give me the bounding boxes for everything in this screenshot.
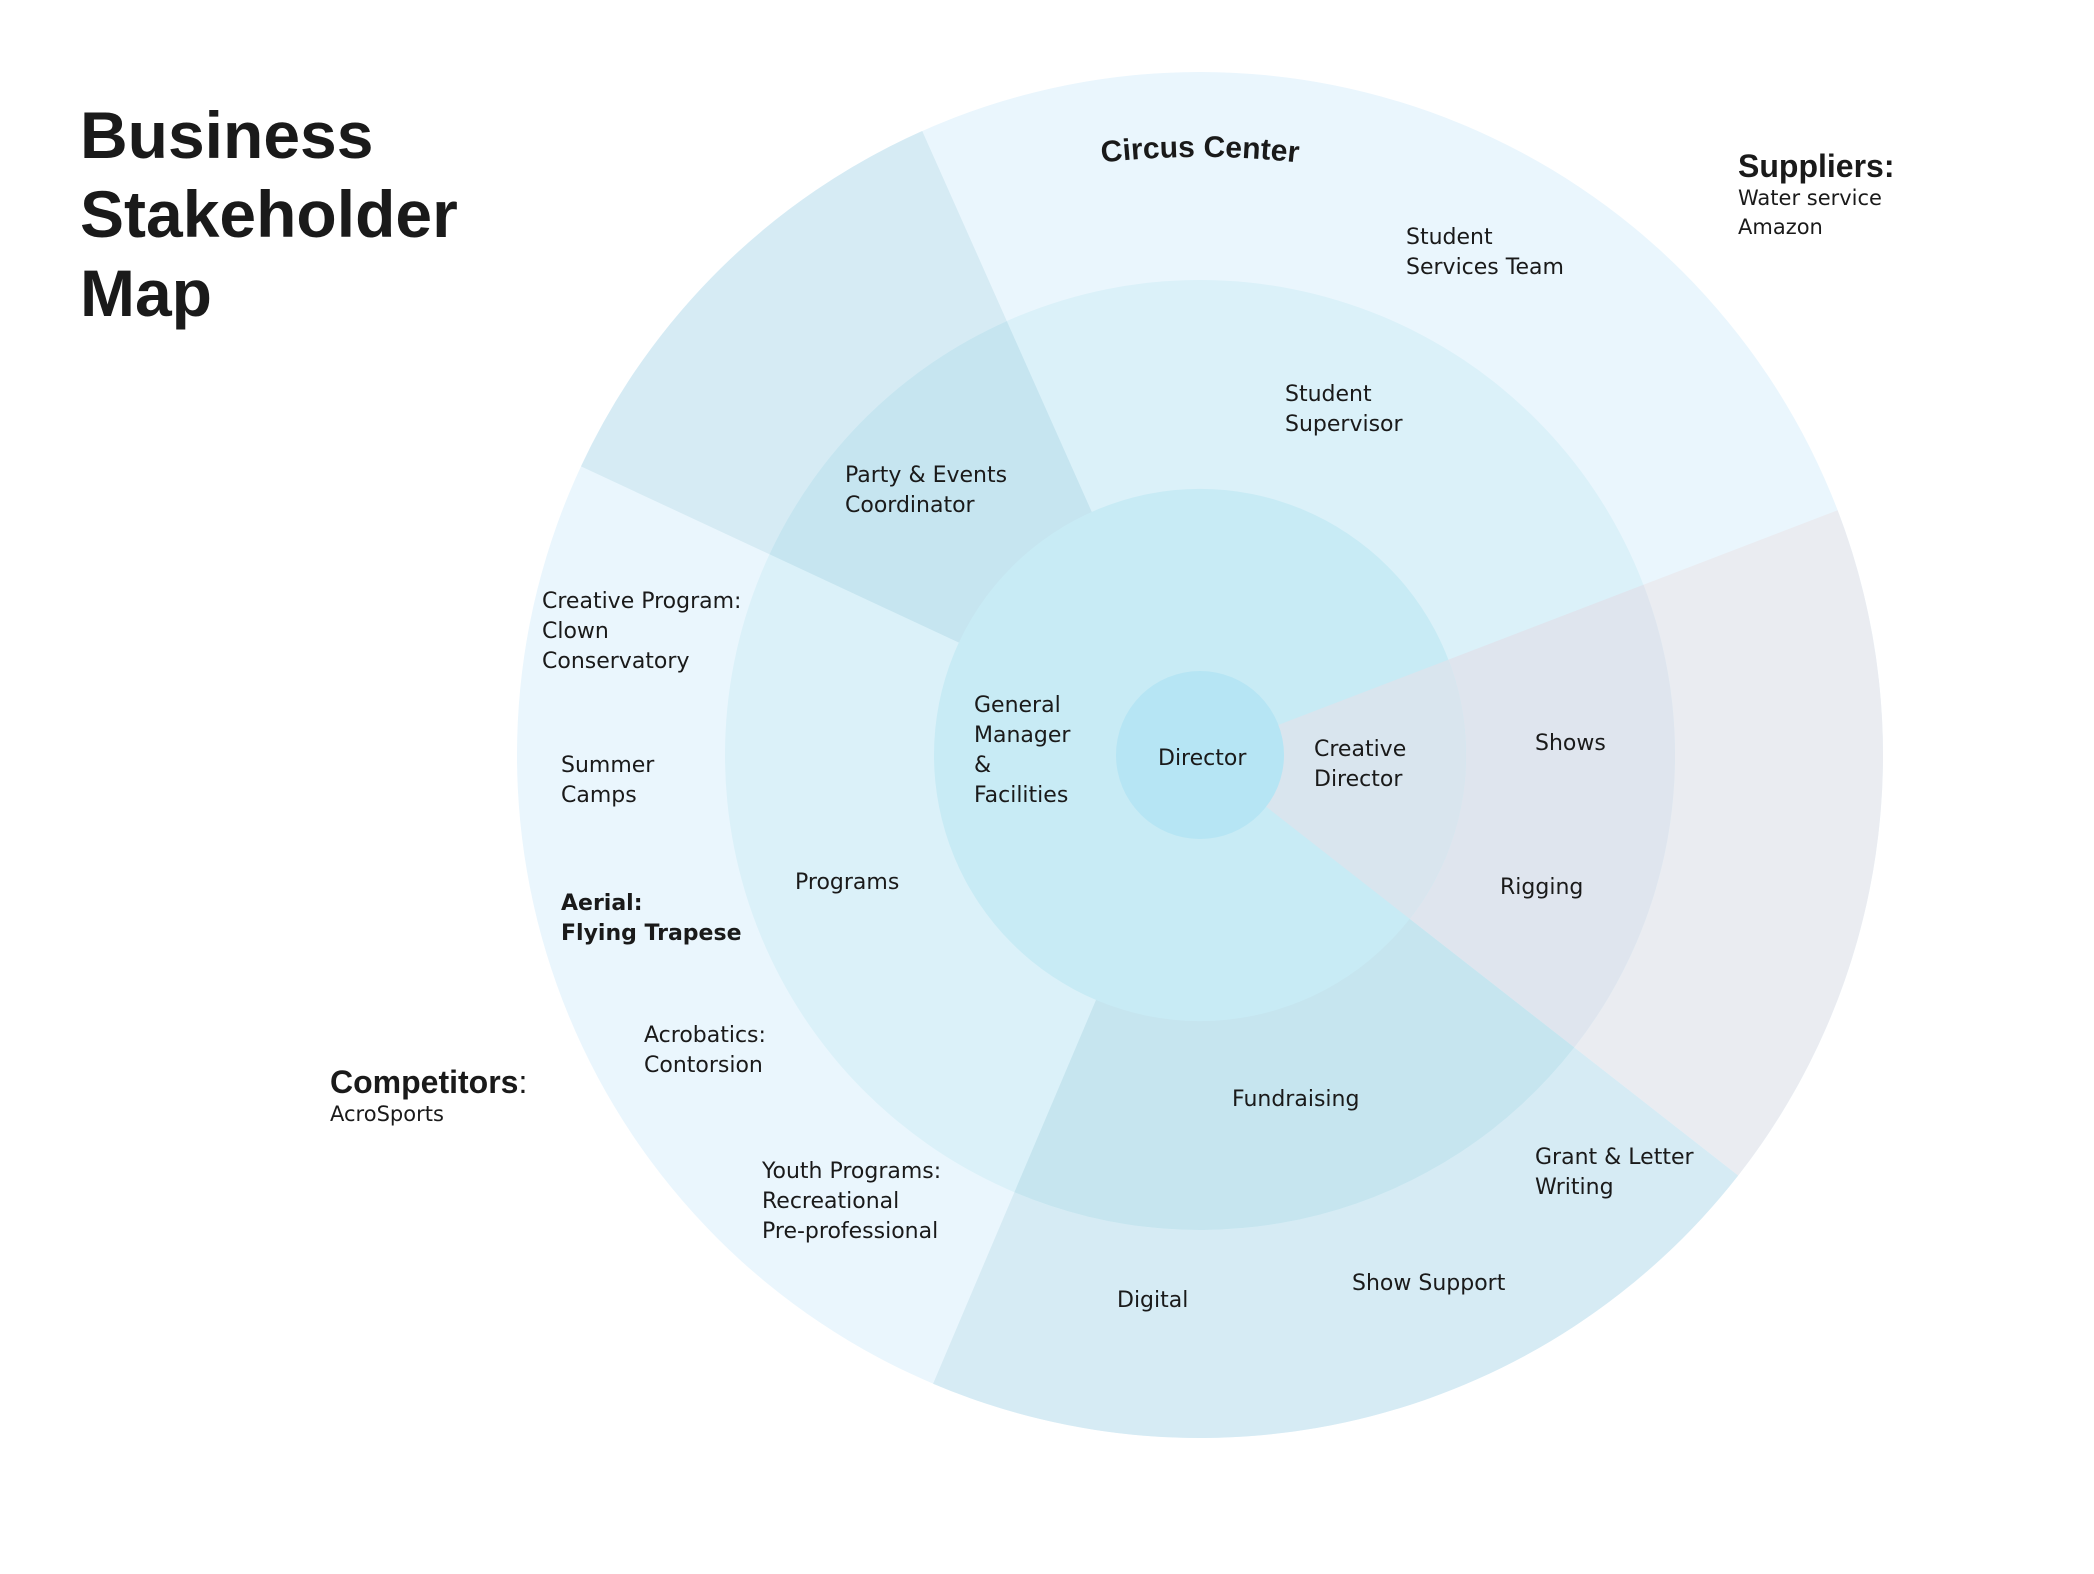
- label-line: Fundraising: [1232, 1087, 1359, 1112]
- label-line: Contorsion: [644, 1053, 763, 1078]
- core-circle: [1116, 671, 1284, 839]
- rigging-label: Rigging: [1500, 875, 1583, 900]
- label-line: Clown: [542, 619, 609, 644]
- programs-label: Programs: [795, 870, 899, 895]
- digital-label: Digital: [1117, 1288, 1188, 1313]
- page-title: Business Stakeholder Map: [80, 96, 458, 333]
- label-line: Recreational: [762, 1189, 899, 1214]
- circus-center-label: Circus Center: [1099, 131, 1301, 170]
- label-line: General: [974, 693, 1061, 718]
- page-title-line: Stakeholder: [80, 177, 458, 251]
- supplier-item: Water service: [1738, 186, 1882, 210]
- label-line: Director: [1314, 767, 1403, 792]
- show-support-label: Show Support: [1352, 1271, 1506, 1296]
- label-line: Supervisor: [1285, 412, 1404, 437]
- label-line: Conservatory: [542, 649, 689, 674]
- label-line: Services Team: [1406, 255, 1564, 280]
- supplier-item: Amazon: [1738, 215, 1823, 239]
- label-line: Camps: [561, 783, 637, 808]
- label-line: Creative Program:: [542, 589, 741, 614]
- label-line: Student: [1285, 382, 1372, 407]
- competitors-colon: :: [518, 1064, 528, 1100]
- label-line: Aerial:: [561, 891, 643, 916]
- label-line: Creative: [1314, 737, 1406, 762]
- label-line: Grant & Letter: [1535, 1145, 1694, 1170]
- page-title-line: Business: [80, 98, 374, 172]
- label-line: Flying Trapese: [561, 921, 742, 946]
- label-line: Pre-professional: [762, 1219, 938, 1244]
- label-line: Writing: [1535, 1175, 1614, 1200]
- acrobatics-label: Acrobatics: Contorsion: [644, 1023, 766, 1078]
- label-line: Summer: [561, 753, 655, 778]
- competitor-item: AcroSports: [330, 1102, 444, 1126]
- stakeholder-rings: [517, 72, 1883, 1439]
- label-line: Coordinator: [845, 493, 976, 518]
- suppliers-heading: Suppliers:: [1738, 148, 1895, 184]
- label-line: Shows: [1535, 731, 1606, 756]
- circus-center-text: Circus Center: [1099, 131, 1301, 170]
- label-line: Acrobatics:: [644, 1023, 766, 1048]
- label-line: Rigging: [1500, 875, 1583, 900]
- label-line: Facilities: [974, 783, 1068, 808]
- shows-label: Shows: [1535, 731, 1606, 756]
- page-title-line: Map: [80, 256, 212, 330]
- competitors-heading: Competitors: [330, 1064, 519, 1100]
- inner-sector-shows: [1200, 659, 1466, 919]
- label-line: Student: [1406, 225, 1493, 250]
- label-line: Programs: [795, 870, 899, 895]
- label-line: Youth Programs:: [761, 1159, 941, 1184]
- label-line: Manager: [974, 723, 1071, 748]
- competitors-heading-row: Competitors:: [330, 1064, 527, 1100]
- fundraising-label: Fundraising: [1232, 1087, 1359, 1112]
- aerial-label: Aerial: Flying Trapese: [561, 891, 742, 946]
- competitors-block: Competitors: AcroSports: [330, 1064, 527, 1129]
- suppliers-block: Suppliers: Water service Amazon: [1738, 148, 1894, 242]
- director-label: Director: [1158, 746, 1247, 771]
- label-line: Digital: [1117, 1288, 1188, 1313]
- label-line: Director: [1158, 746, 1247, 771]
- label-line: Party & Events: [845, 463, 1007, 488]
- label-line: Show Support: [1352, 1271, 1506, 1296]
- label-line: &: [974, 753, 991, 778]
